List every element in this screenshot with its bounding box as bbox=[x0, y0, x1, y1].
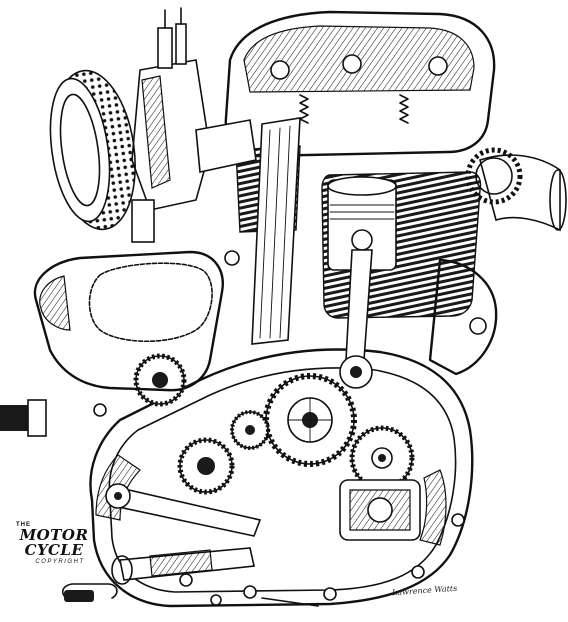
air-filter bbox=[49, 69, 136, 231]
logo-the-text: THE bbox=[16, 522, 31, 528]
carburettor bbox=[131, 7, 257, 243]
exhaust-ring-nut bbox=[465, 147, 523, 205]
piston bbox=[327, 176, 397, 271]
primary-chain bbox=[88, 262, 213, 343]
crankcase-outline bbox=[89, 348, 474, 608]
crankcase-bolts bbox=[93, 250, 465, 606]
valve-springs bbox=[270, 54, 448, 124]
logo-title-text: MOTOR CYCLE bbox=[19, 526, 89, 559]
gearbox-gear-cluster bbox=[133, 353, 270, 495]
mainshaft-assembly bbox=[111, 547, 255, 585]
crankcase-inner-line bbox=[108, 367, 457, 593]
dipstick bbox=[261, 597, 319, 607]
chaincase-hatch bbox=[39, 275, 71, 331]
kickstart-lever bbox=[112, 487, 262, 537]
exhaust-pipe bbox=[479, 154, 561, 232]
logo-copyright-text: COPYRIGHT bbox=[35, 559, 85, 565]
control-cable bbox=[61, 583, 118, 601]
crankcase-right-boss bbox=[428, 258, 498, 376]
motor-cycle-logo: THE MOTOR CYCLE COPYRIGHT bbox=[2, 522, 106, 565]
primary-chaincase bbox=[33, 250, 224, 392]
magneto-internals bbox=[339, 479, 421, 541]
timing-gear-large bbox=[263, 373, 357, 467]
timing-gear-small bbox=[349, 425, 415, 491]
